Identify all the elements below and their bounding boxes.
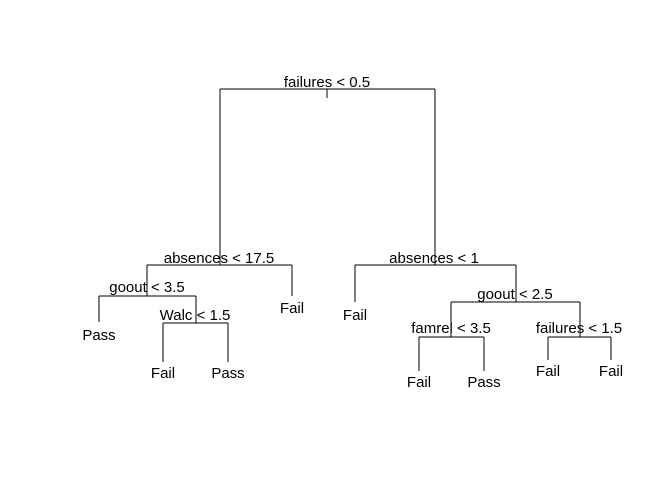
split-labels: failures < 0.5 absences < 17.5 goout < 3… (109, 74, 622, 337)
leaf-pass: Pass (211, 365, 244, 382)
leaf-fail: Fail (536, 363, 560, 380)
leaf-pass: Pass (467, 374, 500, 391)
leaf-labels: Pass Fail Pass Fail Fail Fail Pass Fail … (82, 300, 623, 391)
split-label-goout-25: goout < 2.5 (477, 286, 552, 303)
split-label-walc: Walc < 1.5 (160, 307, 231, 324)
split-label-famrel: famrel < 3.5 (411, 320, 491, 337)
split-label-absences-17: absences < 17.5 (164, 250, 275, 267)
leaf-fail: Fail (151, 365, 175, 382)
split-label-failures-15: failures < 1.5 (536, 320, 622, 337)
tree-edges (98, 88, 612, 371)
leaf-fail: Fail (343, 307, 367, 324)
split-label-goout-35: goout < 3.5 (109, 279, 184, 296)
leaf-pass: Pass (82, 327, 115, 344)
leaf-fail: Fail (280, 300, 304, 317)
split-label-absences-1: absences < 1 (389, 250, 479, 267)
leaf-fail: Fail (407, 374, 431, 391)
leaf-fail: Fail (599, 363, 623, 380)
split-label-root: failures < 0.5 (284, 74, 370, 91)
